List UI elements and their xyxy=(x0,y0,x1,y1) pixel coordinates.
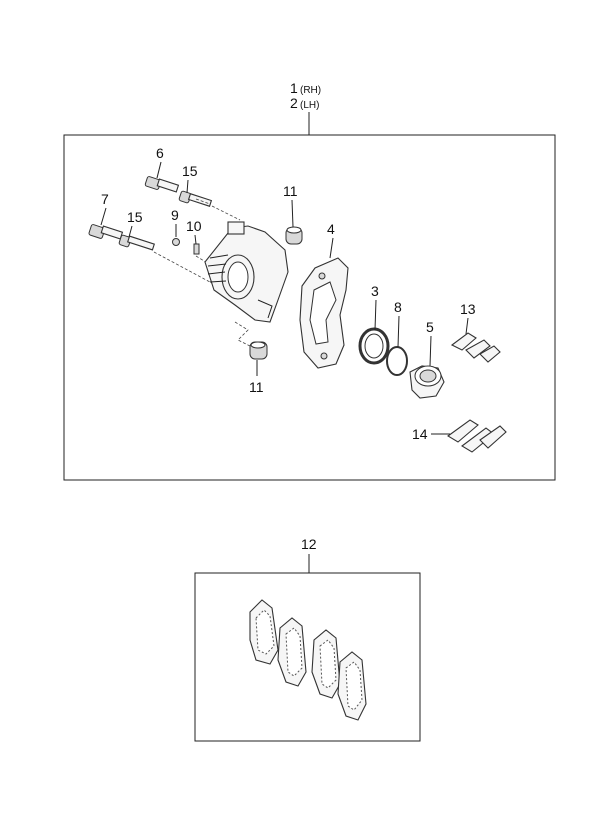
leader-11-upper xyxy=(291,199,294,228)
callout-5: 5 xyxy=(426,319,434,335)
callout-2-side: (LH) xyxy=(300,100,319,111)
callout-15-lower: 15 xyxy=(127,209,143,225)
clip-13-icon xyxy=(450,332,501,363)
callout-9: 9 xyxy=(171,207,179,223)
callout-15-upper: 15 xyxy=(182,163,198,179)
callout-11-lower: 11 xyxy=(249,379,264,395)
leader-4 xyxy=(329,237,334,259)
pin-path-upper xyxy=(211,205,241,221)
leader-5 xyxy=(429,335,432,367)
piston-seal-3-icon xyxy=(358,327,390,365)
callout-4: 4 xyxy=(327,221,335,237)
callout-1-side: (RH) xyxy=(300,85,321,96)
callout-12: 12 xyxy=(301,536,317,552)
leader-7 xyxy=(100,207,107,226)
piston-5-icon xyxy=(409,365,445,399)
callout-10: 10 xyxy=(186,218,202,234)
carrier-4-icon xyxy=(299,257,349,369)
clip-14-icon xyxy=(447,419,507,453)
guide-pin-15-lower-icon xyxy=(118,234,155,251)
bolt-6-icon xyxy=(144,176,180,193)
callout-2: 2 xyxy=(290,95,298,111)
boot-11-lower-icon xyxy=(234,321,268,360)
brake-pad-3-icon xyxy=(311,629,341,699)
callout-14: 14 xyxy=(412,426,428,442)
bleeder-cap-9-icon xyxy=(172,238,180,246)
leader-3 xyxy=(374,299,377,331)
pad-kit-box xyxy=(194,572,421,742)
leader-13 xyxy=(465,317,469,335)
leader-10 xyxy=(194,234,197,245)
callout-7: 7 xyxy=(101,191,109,207)
callout-8: 8 xyxy=(394,299,402,315)
brake-pad-1-icon xyxy=(249,599,279,665)
callout-3: 3 xyxy=(371,283,379,299)
leader-15-lower xyxy=(128,225,133,238)
leader-15-upper xyxy=(186,179,189,194)
caliper-housing-icon xyxy=(204,221,289,323)
caliper-assembly-box xyxy=(63,134,556,481)
callout-13: 13 xyxy=(460,301,476,317)
brake-pad-4-icon xyxy=(337,651,367,721)
bolt-7-icon xyxy=(88,224,124,240)
callout-1: 1 xyxy=(290,80,298,96)
boot-11-upper-icon xyxy=(285,226,303,245)
leader-6 xyxy=(156,161,162,179)
dust-seal-8-icon xyxy=(386,346,408,376)
guide-pin-15-upper-icon xyxy=(178,190,213,207)
brake-pad-2-icon xyxy=(277,617,307,687)
leader-8 xyxy=(397,315,400,348)
callout-6: 6 xyxy=(156,145,164,161)
callout-11-upper: 11 xyxy=(283,183,298,199)
